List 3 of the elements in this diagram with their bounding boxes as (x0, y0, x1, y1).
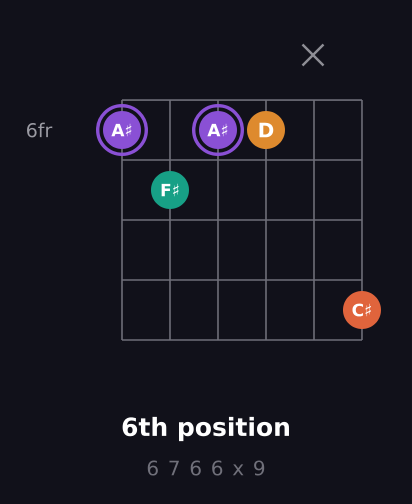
fret-number: 6fr (27, 122, 52, 138)
title: 6th position (122, 416, 289, 442)
fingering-text: 6 7 6 6 x 9 (148, 460, 264, 476)
